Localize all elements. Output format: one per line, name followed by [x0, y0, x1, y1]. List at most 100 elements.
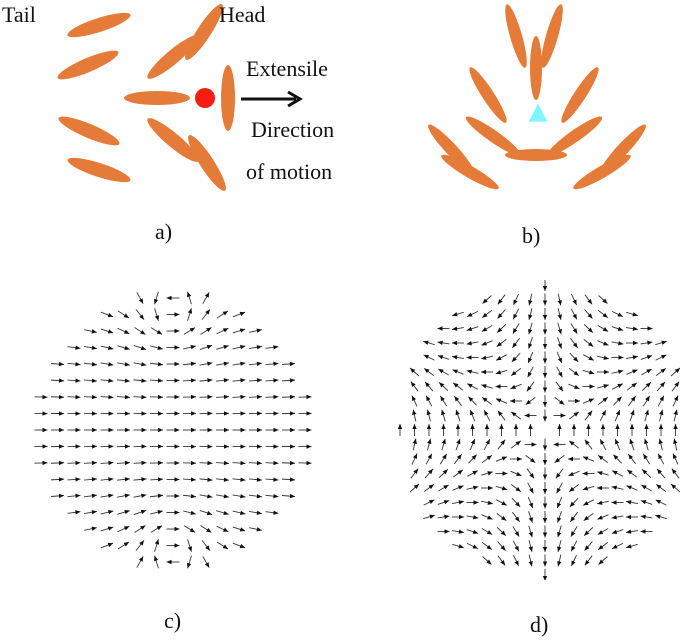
- field-arrow-icon: [611, 485, 624, 490]
- field-arrow-icon: [133, 362, 147, 367]
- field-arrow-icon: [202, 292, 210, 304]
- field-arrow-icon: [452, 340, 464, 346]
- field-arrow-icon: [524, 442, 537, 447]
- field-arrow-icon: [510, 470, 522, 477]
- field-arrow-icon: [582, 398, 595, 404]
- field-arrow-icon: [481, 528, 493, 535]
- field-arrow-icon: [201, 309, 211, 320]
- field-arrow-icon: [526, 381, 535, 392]
- rod: [58, 116, 120, 146]
- field-arrow-icon: [199, 411, 213, 416]
- field-arrow-icon: [412, 409, 417, 422]
- field-arrow-icon: [411, 453, 418, 465]
- field-arrow-icon: [166, 328, 180, 334]
- field-arrow-icon: [557, 337, 562, 349]
- field-arrow-icon: [582, 499, 595, 506]
- field-arrow-icon: [149, 444, 164, 449]
- field-arrow-icon: [497, 439, 506, 450]
- field-arrow-icon: [510, 398, 522, 404]
- field-arrow-icon: [116, 411, 131, 416]
- field-arrow-icon: [200, 327, 212, 335]
- field-arrow-icon: [583, 527, 594, 536]
- field-arrow-icon: [641, 484, 652, 492]
- field-arrow-icon: [481, 542, 493, 550]
- rod: [541, 4, 563, 68]
- field-arrow-icon: [455, 438, 461, 451]
- field-arrow-icon: [83, 477, 98, 482]
- field-arrow-icon: [597, 471, 609, 476]
- field-arrow-icon: [584, 294, 593, 305]
- rod: [124, 91, 190, 105]
- field-arrow-icon: [466, 341, 479, 346]
- field-arrow-icon: [568, 383, 580, 390]
- field-arrow-icon: [481, 485, 493, 491]
- field-arrow-icon: [182, 493, 197, 499]
- field-arrow-icon: [265, 460, 279, 466]
- caption-c: c): [164, 608, 182, 633]
- field-arrow-icon: [149, 477, 164, 482]
- field-arrow-icon: [83, 493, 98, 498]
- field-arrow-icon: [496, 527, 507, 536]
- field-arrow-icon: [199, 394, 213, 400]
- field-arrow-icon: [154, 308, 160, 321]
- field-arrow-icon: [248, 444, 263, 449]
- field-arrow-icon: [641, 368, 652, 376]
- field-arrow-icon: [452, 369, 464, 375]
- field-arrow-icon: [542, 569, 548, 580]
- field-arrow-icon: [232, 460, 246, 466]
- field-arrow-icon: [150, 327, 163, 335]
- field-arrow-icon: [100, 542, 114, 549]
- field-arrow-icon: [166, 345, 180, 350]
- field-arrow-icon: [424, 381, 434, 392]
- field-arrow-icon: [216, 344, 229, 350]
- field-arrow-icon: [34, 394, 48, 400]
- field-arrow-icon: [183, 525, 196, 533]
- field-arrow-icon: [495, 456, 508, 462]
- field-arrow-icon: [611, 529, 624, 534]
- field-arrow-icon: [452, 529, 464, 534]
- field-arrow-icon: [100, 394, 114, 400]
- field-arrow-icon: [454, 395, 462, 407]
- rod: [530, 36, 542, 100]
- field-arrow-icon: [215, 411, 230, 416]
- field-arrow-icon: [265, 493, 279, 499]
- field-arrow-icon: [232, 427, 246, 433]
- rod: [221, 65, 235, 131]
- field-arrow-icon: [67, 345, 81, 350]
- field-arrow-icon: [656, 468, 666, 479]
- field-arrow-icon: [166, 378, 180, 383]
- field-arrow-icon: [542, 525, 548, 538]
- field-arrow-icon: [568, 398, 580, 404]
- field-arrow-icon: [615, 424, 620, 436]
- field-arrow-icon: [50, 493, 65, 499]
- field-arrow-icon: [100, 362, 114, 367]
- field-arrow-icon: [423, 354, 435, 361]
- field-arrow-icon: [568, 470, 580, 477]
- field-arrow-icon: [499, 424, 504, 436]
- field-arrow-icon: [166, 361, 180, 367]
- field-arrow-icon: [183, 327, 196, 335]
- field-arrow-icon: [673, 409, 678, 422]
- field-arrow-icon: [673, 424, 678, 436]
- field-arrow-icon: [133, 477, 147, 482]
- field-arrow-icon: [100, 460, 114, 466]
- rod: [57, 50, 119, 80]
- rod: [561, 67, 599, 123]
- field-arrow-icon: [512, 511, 520, 523]
- field-arrow-icon: [232, 477, 246, 482]
- field-arrow-icon: [149, 460, 164, 466]
- field-arrow-icon: [83, 378, 98, 383]
- field-arrow-icon: [526, 468, 535, 479]
- field-arrow-icon: [411, 395, 418, 407]
- field-arrow-icon: [542, 540, 548, 552]
- field-arrow-icon: [568, 440, 580, 449]
- field-arrow-icon: [133, 509, 147, 515]
- field-arrow-icon: [542, 337, 548, 349]
- rod: [465, 116, 521, 156]
- field-arrow-icon: [438, 382, 449, 391]
- field-arrow-icon: [34, 411, 48, 416]
- field-arrow-icon: [582, 456, 595, 462]
- field-arrow-icon: [570, 526, 578, 537]
- field-arrow-icon: [100, 526, 114, 532]
- field-arrow-icon: [673, 438, 678, 451]
